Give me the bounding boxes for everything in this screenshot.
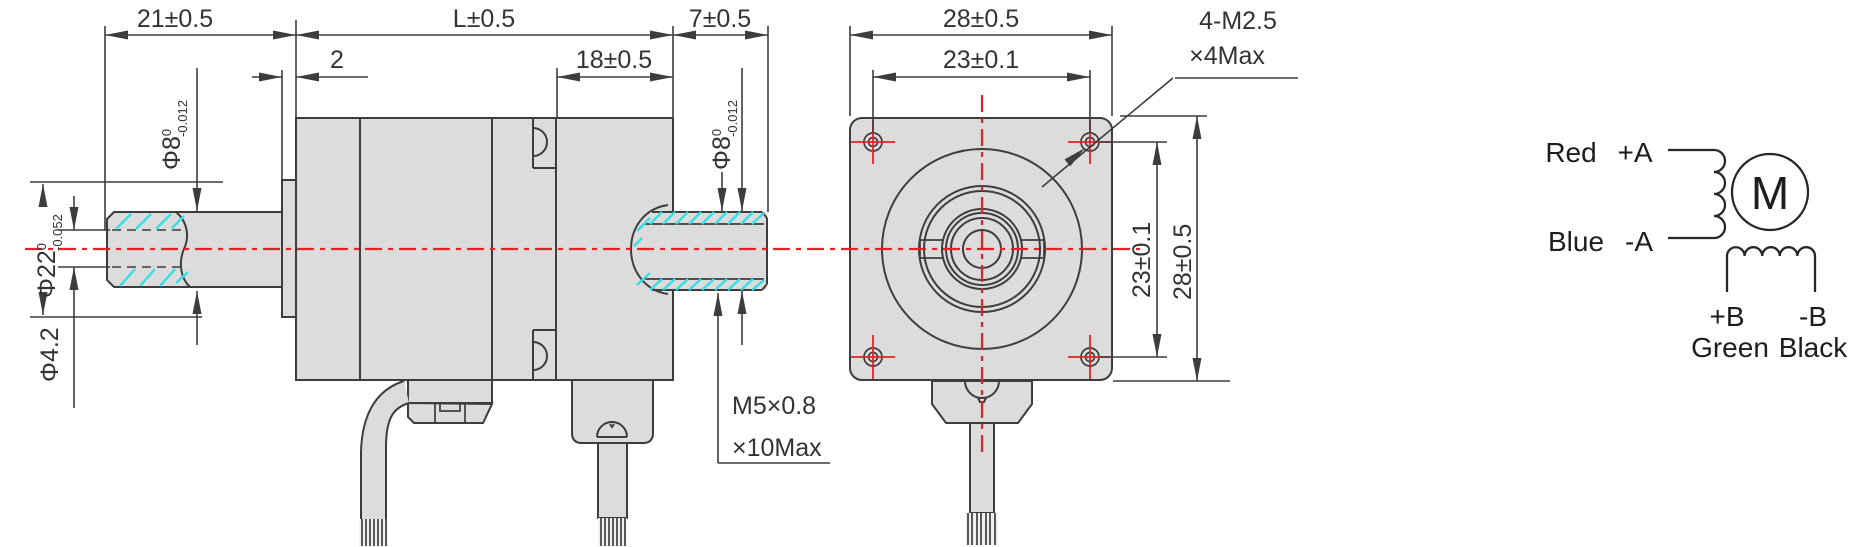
lead-green-label: Green [1691,332,1769,363]
dim-body-length: L±0.5 [453,5,515,33]
dimension-lines [30,20,1298,464]
dim-rear-length: 21±0.5 [137,5,213,33]
dim-flange-width: 28±0.5 [943,5,1019,33]
rear-thread-hatching [115,213,189,287]
lead-black-label: Black [1779,332,1848,363]
phase-b-leads [1725,256,1817,292]
dim-hole-dia: Φ4.2 [36,327,64,382]
m2p5-leader-line [1041,77,1298,188]
dim-hole-spacing-h: 23±0.1 [943,46,1019,74]
screw-note-line1: 4-M2.5 [1199,7,1277,35]
left-wire-strands [361,519,387,546]
motor-circle-icon [1730,152,1810,232]
hole-centermarks [851,120,1112,379]
dim-rear-shaft-dia: Φ80-0.012 [158,100,190,170]
right-cable [597,442,628,519]
m5-leader-line [717,293,830,464]
left-connector-lower [407,401,494,424]
lead-blue-label: Blue [1548,226,1604,257]
coil-a-icon [1713,148,1727,240]
dimension-labels: 21±0.5 L±0.5 7±0.5 2 18±0.5 28±0.5 23±0.… [33,5,1277,462]
output-shaft-fill [655,212,767,290]
dim-pilot-dia: Φ220-0.052 [33,214,65,298]
front-view [849,117,1113,545]
dim-shaft-length: 7±0.5 [689,5,751,33]
front-wire-strands [967,513,996,545]
right-wire-strands [600,518,626,546]
dim-pilot-depth: 2 [330,46,344,74]
front-wire-strands-bg [966,513,998,545]
thread-note-line1: M5×0.8 [732,392,816,420]
motor-symbol-label: M [1751,167,1789,219]
wiring-diagram: Red +A Blue -A M +B -B Green Black [1545,137,1848,363]
m5-leader-arrow [713,293,723,316]
dim-flange-height: 28±0.5 [1169,224,1197,300]
phase-a-plus-label: +A [1617,137,1652,168]
screw-note-line2: ×4Max [1189,42,1265,70]
front-thread-hatching [633,211,765,291]
thread-hidden-lines [112,229,184,268]
output-shaft-outline [652,211,768,291]
front-cable [969,422,995,514]
thread-minor-lines [645,223,764,280]
phase-a-leads [1668,148,1714,240]
dim-front-shaft-dia: Φ80-0.012 [708,100,740,170]
left-cable-outline [360,380,410,519]
left-connector-latch-inner [439,402,461,412]
left-connector-upper [407,379,493,404]
phase-a-minus-label: -A [1625,226,1653,257]
coil-b-icon [1725,246,1817,257]
right-connector [571,379,654,444]
phase-b-minus-label: -B [1799,301,1827,332]
lead-red-label: Red [1545,137,1596,168]
dim-front-section: 18±0.5 [576,46,652,74]
right-connector-detail [596,421,628,438]
thread-note-line2: ×10Max [732,434,822,462]
phase-b-plus-label: +B [1709,301,1744,332]
dim-hole-spacing-v: 23±0.1 [1128,222,1156,298]
screw-notch-arcs [532,127,548,371]
